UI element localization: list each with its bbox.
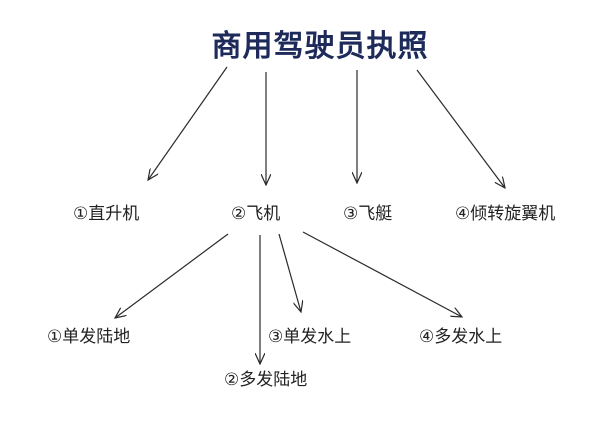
- edge-title-to-tiltrotor: [416, 69, 505, 188]
- diagram-title: 商用驾驶员执照: [212, 29, 429, 64]
- edge-airplane-to-single-sea: [278, 233, 301, 312]
- subcategory-single-engine-sea: ③单发水上: [268, 327, 351, 347]
- subcategory-multi-engine-land: ②多发陆地: [224, 370, 307, 390]
- airplane-subcategory-nodes: ①单发陆地 ②多发陆地 ③单发水上 ④多发水上: [47, 327, 502, 390]
- category-nodes: ①直升机 ②飞机 ③飞艇 ④倾转旋翼机: [73, 204, 555, 224]
- subcategory-multi-engine-sea: ④多发水上: [419, 327, 502, 347]
- edge-title-to-helicopter: [148, 66, 228, 180]
- edge-airplane-to-multi-sea: [302, 231, 462, 317]
- category-airship: ③飞艇: [343, 204, 392, 224]
- category-airplane: ②飞机: [231, 204, 280, 224]
- airplane-edges: [115, 231, 462, 364]
- category-helicopter: ①直升机: [73, 204, 139, 224]
- title-edges: [148, 66, 505, 188]
- category-tiltrotor: ④倾转旋翼机: [455, 204, 555, 224]
- edge-airplane-to-single-land: [115, 233, 229, 318]
- subcategory-single-engine-land: ①单发陆地: [47, 327, 130, 347]
